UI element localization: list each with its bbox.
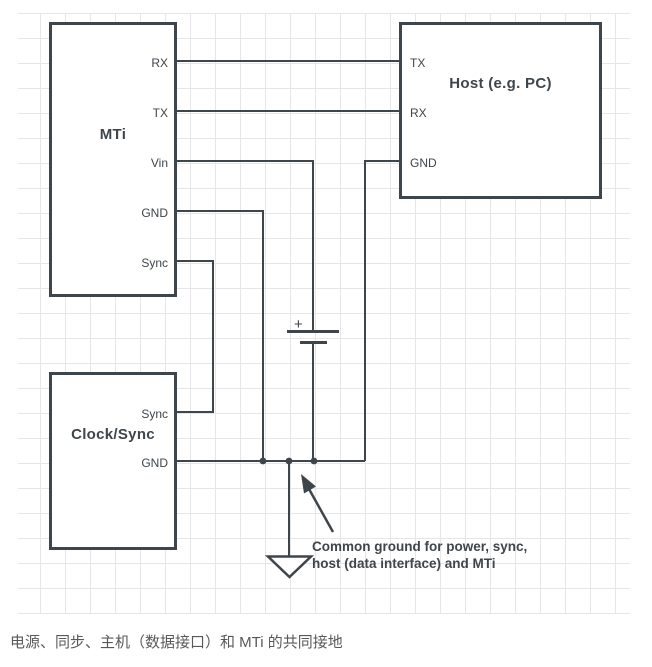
annotation-line-2: host (data interface) and MTi: [312, 556, 496, 571]
host-port-gnd: GND: [410, 156, 437, 170]
wire-mti-gnd-bus: [177, 210, 264, 461]
mti-port-rx: RX: [151, 56, 168, 70]
clock-port-gnd: GND: [141, 456, 168, 470]
common-ground-annotation: Common ground for power, sync, host (dat…: [312, 538, 527, 572]
mti-port-gnd: GND: [141, 206, 168, 220]
wire-mti-sync-clock-sync: [177, 260, 214, 413]
host-port-tx: TX: [410, 56, 426, 70]
mti-box: MTi RX TX Vin GND Sync: [49, 22, 177, 297]
mti-port-vin: Vin: [150, 156, 168, 170]
clock-port-sync: Sync: [141, 407, 168, 421]
ground-icon: [264, 555, 315, 579]
annotation-line-1: Common ground for power, sync,: [312, 539, 528, 554]
battery-icon: +: [287, 316, 339, 344]
battery-plus-label: +: [294, 316, 303, 333]
junction-dot: [310, 457, 318, 465]
wire-mti-vin-battery: [177, 160, 314, 330]
wiring-layer: +: [177, 60, 399, 579]
annotation-arrow-icon: [301, 474, 335, 533]
clock-sync-box: Clock/Sync Sync GND: [49, 372, 177, 550]
mti-box-title: MTi: [99, 126, 127, 143]
host-box: Host (e.g. PC) TX RX GND: [399, 22, 602, 199]
junction-dot: [285, 457, 293, 465]
junction-dot: [259, 457, 267, 465]
junction-dots: [259, 457, 318, 465]
mti-port-tx: TX: [152, 106, 168, 120]
figure-caption: 电源、同步、主机（数据接口）和 MTi 的共同接地: [10, 634, 343, 651]
host-port-rx: RX: [410, 106, 427, 120]
wire-host-gnd-bus: [364, 160, 399, 461]
mti-port-sync: Sync: [141, 256, 168, 270]
clock-sync-box-title: Clock/Sync: [71, 426, 155, 443]
host-box-title: Host (e.g. PC): [449, 75, 552, 92]
